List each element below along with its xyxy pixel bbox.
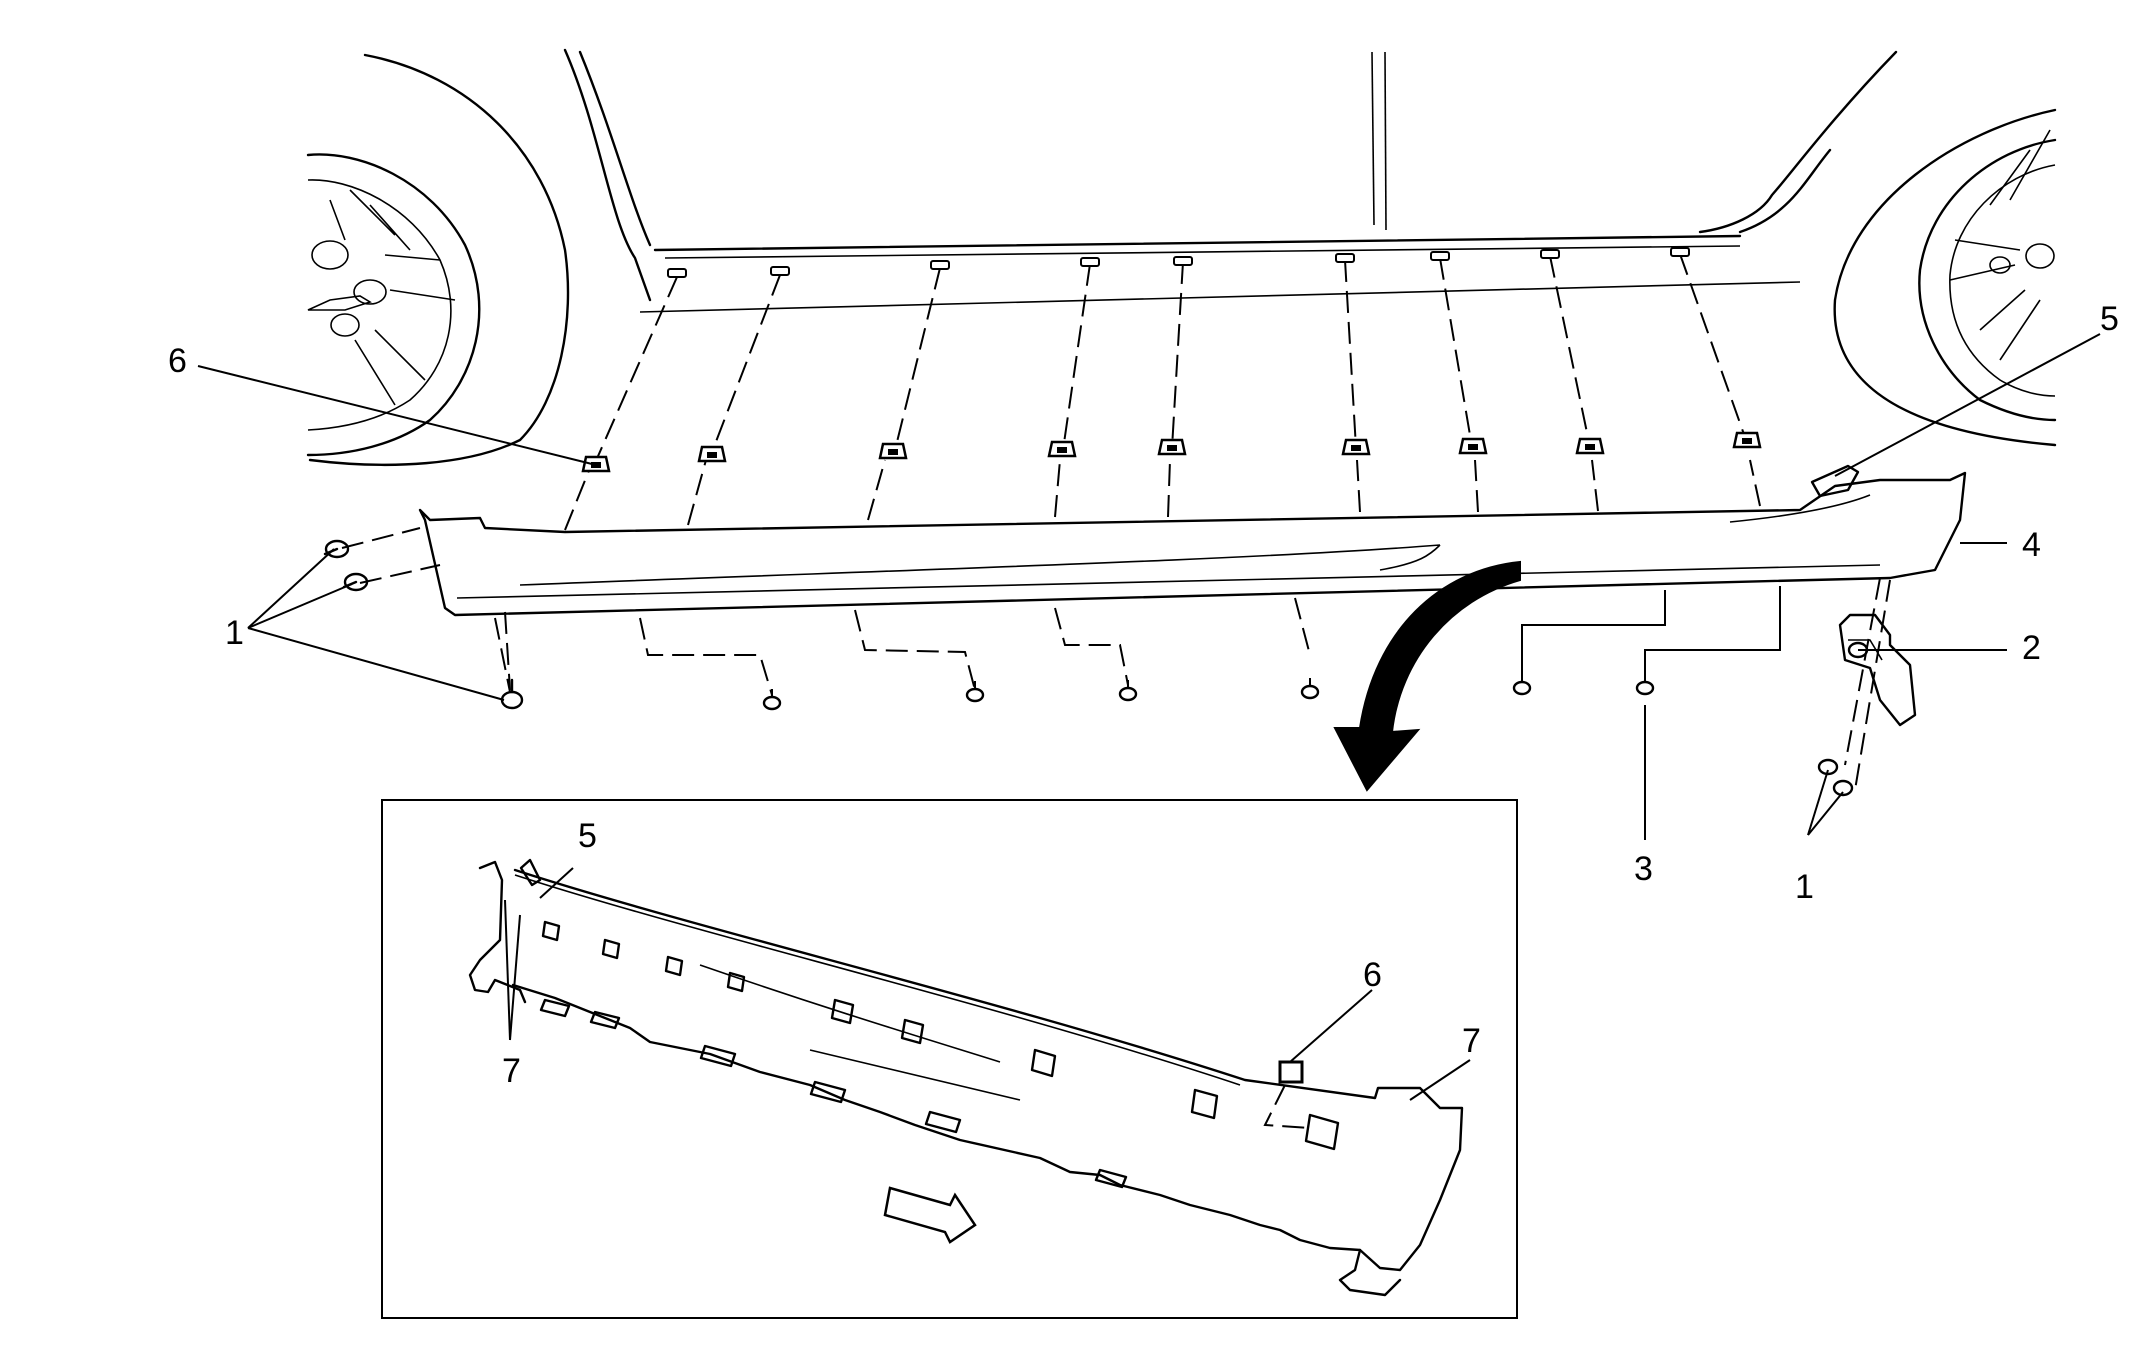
callout-4-main: 4 [2022, 526, 2041, 564]
rear-bracket [1817, 613, 1917, 797]
callout-1-front: 1 [225, 614, 244, 652]
push-retainer [1575, 437, 1605, 455]
callout-3-main: 3 [1634, 850, 1653, 888]
push-retainer [1732, 431, 1762, 449]
rear-screw-lines [1844, 577, 1891, 791]
lower-screw [1635, 674, 1655, 696]
push-retainer [697, 445, 727, 463]
panel-slot [1670, 247, 1690, 257]
inset-detail [381, 799, 1518, 1319]
push-retainer [1047, 440, 1077, 458]
lower-screw [1300, 678, 1320, 700]
main-leaders [197, 333, 2101, 836]
lower-screw [762, 689, 782, 711]
push-retainer [878, 442, 908, 460]
front-screws [323, 539, 524, 710]
lower-screw [1118, 680, 1138, 702]
forward-arrow-icon [883, 1186, 977, 1244]
lower-screws [762, 674, 1655, 711]
callout-1-rear: 1 [1795, 868, 1814, 906]
panel-slot [1540, 249, 1560, 259]
callout-2-main: 2 [2022, 629, 2041, 667]
callout-5-main: 5 [2100, 300, 2119, 338]
lower-fastener-lines [504, 586, 1781, 840]
inset-frame [381, 799, 1518, 1319]
rocker-molding [418, 471, 1967, 617]
callout-7-inset-right: 7 [1462, 1022, 1481, 1060]
lower-screw [1512, 674, 1532, 696]
callout-6-inset: 6 [1363, 956, 1382, 994]
push-retainers [581, 431, 1762, 473]
callout-5-inset: 5 [578, 817, 597, 855]
callout-7-inset-left: 7 [502, 1052, 521, 1090]
front-screw-lines [341, 527, 511, 693]
panel-slot [1080, 257, 1100, 267]
panel-slot [1173, 256, 1193, 266]
front-wheel [306, 153, 481, 457]
panel-slots [667, 247, 1690, 278]
rear-cap [1810, 464, 1860, 498]
inset-clips [539, 920, 1340, 1189]
panel-slot [770, 266, 790, 276]
push-retainer [1341, 438, 1371, 456]
panel-slot [1335, 253, 1355, 263]
push-retainer [1458, 437, 1488, 455]
push-retainer [1157, 438, 1187, 456]
lower-screw [965, 681, 985, 703]
panel-slot [930, 260, 950, 270]
rear-wheel [1918, 129, 2057, 422]
panel-slot [667, 268, 687, 278]
vehicle-body [308, 48, 2057, 467]
detail-arrow-icon [1333, 560, 1521, 792]
panel-slot [1430, 251, 1450, 261]
upper-fastener-lines [564, 253, 1761, 531]
callout-6-main: 6 [168, 342, 187, 380]
